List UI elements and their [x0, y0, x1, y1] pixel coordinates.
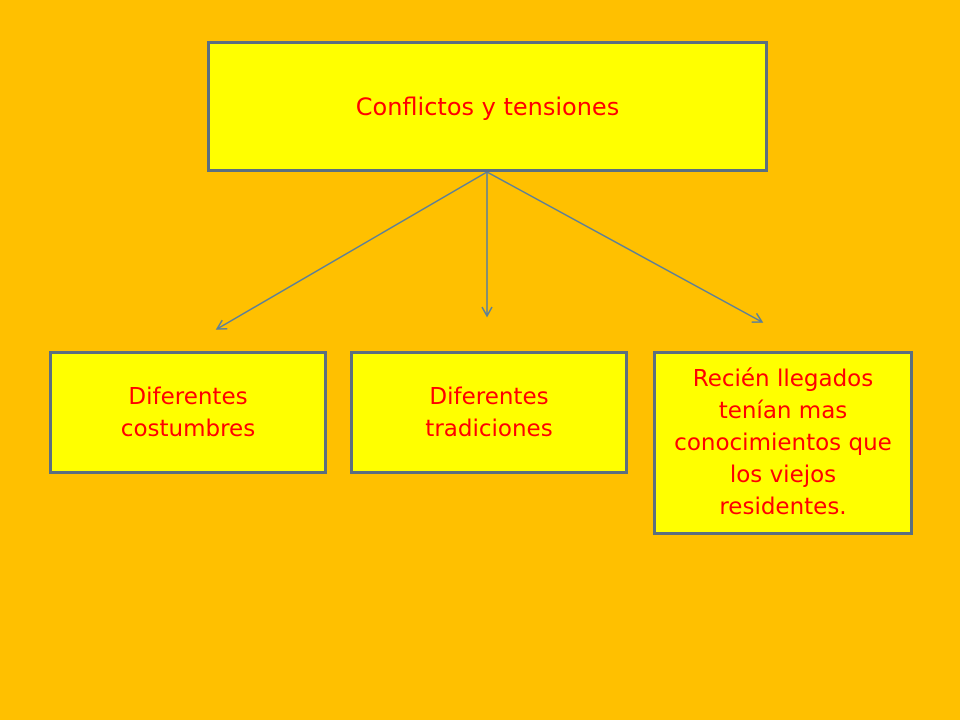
root-box: Conflictos y tensiones: [207, 41, 768, 172]
child-box-label: Recién llegados tenían mas conocimientos…: [674, 366, 892, 520]
child-box-tradiciones: Diferentes tradiciones: [350, 351, 628, 474]
child-box-recien-llegados: Recién llegados tenían mas conocimientos…: [653, 351, 913, 535]
child-box-label: Diferentes tradiciones: [425, 383, 553, 442]
child-box-costumbres: Diferentes costumbres: [49, 351, 327, 474]
root-box-label: Conflictos y tensiones: [355, 92, 620, 121]
child-box-label: Diferentes costumbres: [120, 383, 256, 442]
arrow-to-costumbres: [215, 171, 488, 330]
arrow-to-recien-llegados: [486, 171, 764, 323]
